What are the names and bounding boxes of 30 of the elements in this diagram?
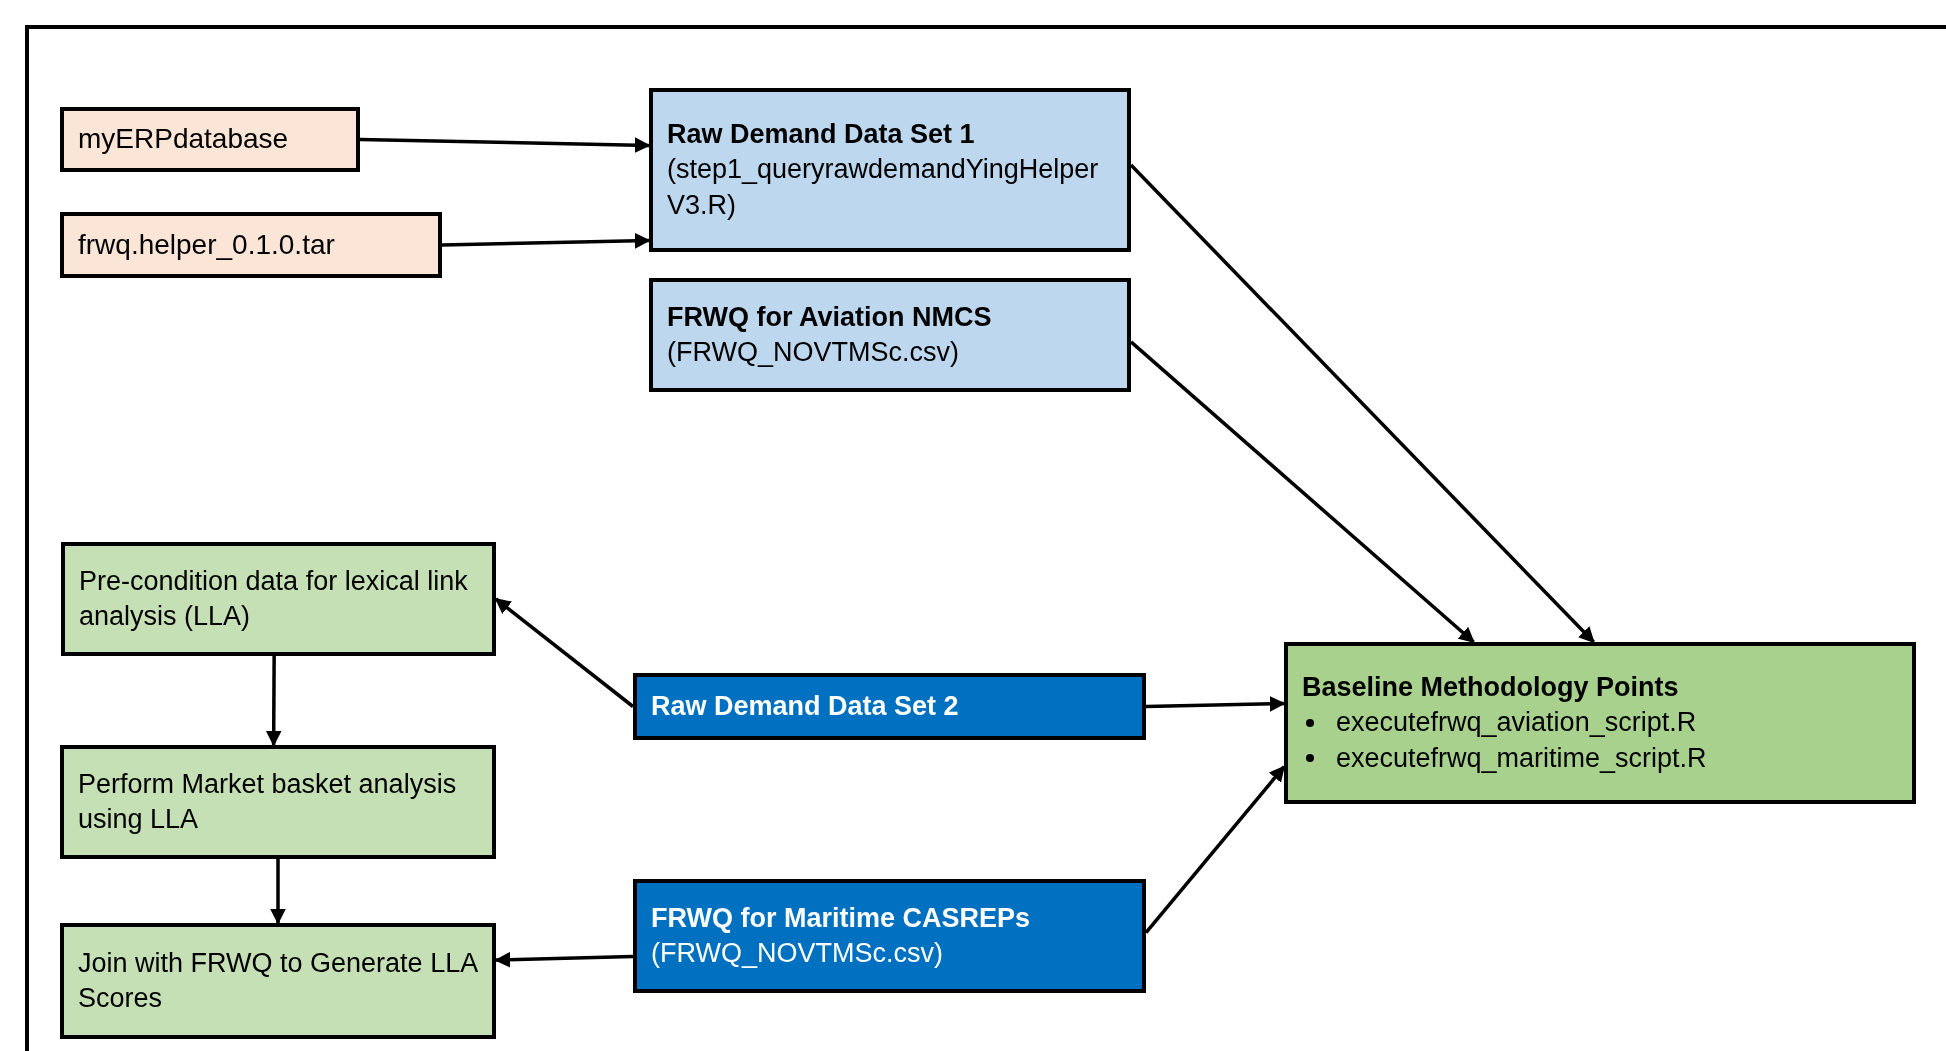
node-text: (FRWQ_NOVTMSc.csv) (667, 336, 960, 369)
node-text: Pre-condition data for lexical link analysis (LLA) (79, 564, 469, 633)
arrow (270, 859, 286, 925)
node-title: FRWQ for Maritime CASREPs (651, 901, 1032, 935)
process-box (60, 923, 496, 1039)
arrow (359, 137, 651, 153)
data-box (649, 278, 1131, 392)
node-title: Raw Demand Data Set 2 (651, 689, 960, 723)
node-text: (FRWQ_NOVTMSc.csv) (651, 937, 944, 970)
source-box (60, 107, 360, 172)
arrow (441, 232, 651, 249)
node-title: FRWQ for Aviation NMCS (667, 300, 993, 334)
process-box (60, 745, 496, 859)
process-box (61, 542, 496, 656)
list-item: executefrwq_maritime_script.R (1336, 741, 1707, 775)
data-box (649, 88, 1131, 252)
node-text: myERPdatabase (78, 122, 290, 157)
node-text: frwq.helper_0.1.0.tar (78, 227, 336, 262)
node-text: Join with FRWQ to Generate LLA Scores (78, 946, 478, 1015)
arrow (265, 656, 282, 747)
result-box (1284, 642, 1916, 804)
node-text: (step1_queryrawdemandYingHelperV3.R) (667, 153, 1100, 222)
list-item: executefrwq_aviation_script.R (1336, 706, 1697, 740)
node-title: Baseline Methodology Points (1302, 671, 1680, 705)
node-title: Raw Demand Data Set 1 (667, 118, 976, 152)
node-text: Perform Market basket analysis using LLA (78, 767, 458, 836)
data-box (633, 879, 1146, 993)
source-box (60, 212, 442, 278)
data-box (633, 673, 1146, 740)
arrow (1145, 696, 1286, 712)
